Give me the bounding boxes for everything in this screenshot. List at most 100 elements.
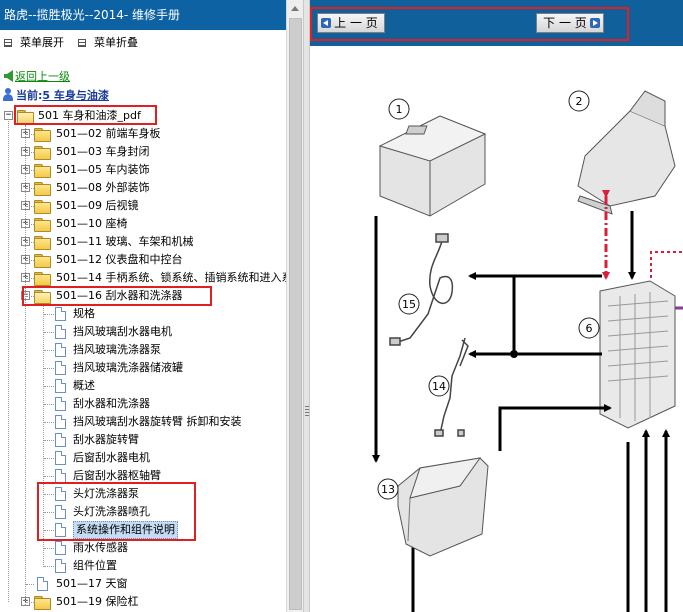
tree-item[interactable]: 雨水传感器 [0,539,286,557]
document-icon [55,469,66,483]
tree-connector [44,332,54,333]
tree-item-label: 挡风玻璃刮水器电机 [73,325,172,338]
document-icon [55,433,66,447]
callout-13-label: 13 [381,483,395,496]
tree-item[interactable]: 挡风玻璃洗涤器泵 [0,341,286,359]
tree-item-label: 501—02 前端车身板 [56,127,161,140]
tree-connector [44,440,54,441]
tree-item[interactable]: 头灯洗涤器喷孔 [0,503,286,521]
tree-item[interactable]: 挡风玻璃刮水器电机 [0,323,286,341]
back-link[interactable]: 返回上一级 [4,69,70,85]
tree-connector [25,125,26,605]
tree-item-label: 概述 [73,379,95,392]
callout-6 [578,317,600,339]
scroll-thumb[interactable] [289,18,302,610]
tree-connector [44,566,54,567]
document-icon [55,415,66,429]
tree-item[interactable]: −501—16 刮水器和洗涤器 [0,287,286,305]
tree-item[interactable]: 挡风玻璃洗涤器储液罐 [0,359,286,377]
arrow-left-icon [321,18,331,28]
tree-item-label: 501—12 仪表盘和中控台 [56,253,183,266]
tree-item-label: 组件位置 [73,559,117,572]
tree-item[interactable]: +501—14 手柄系统、锁系统、插销系统和进入系统 [0,269,286,287]
menu-collapse-button[interactable]: 菜单折叠 [78,36,138,50]
tree-connector [26,296,34,297]
tree-item-label: 雨水传感器 [73,541,128,554]
tree-connector [26,152,34,153]
callout-15 [398,293,420,315]
window-title: 路虎--揽胜极光--2014- 维修手册 [0,0,286,30]
tree-item[interactable]: 组件位置 [0,557,286,575]
tree-item[interactable]: 系统操作和组件说明 [0,521,286,539]
tree-item[interactable]: +501—12 仪表盘和中控台 [0,251,286,269]
tree-item[interactable]: +501—02 前端车身板 [0,125,286,143]
tree-item[interactable]: 刮水器旋转臂 [0,431,286,449]
pane-splitter[interactable] [303,0,310,612]
tree-connector [26,188,34,189]
tree-item-label: 501—10 座椅 [56,217,128,230]
tree-item[interactable]: +501—09 后视镜 [0,197,286,215]
tree-item-label: 501—03 车身封闭 [56,145,150,158]
tree-item[interactable]: +501—03 车身封闭 [0,143,286,161]
folder-open-icon [34,290,51,304]
document-icon [55,487,66,501]
menu-expand-button[interactable]: 菜单展开 [4,36,64,50]
wiper-arm-component [434,337,469,437]
washer-hose-component [389,233,454,346]
tree-root[interactable]: − 501 车身和油漆_pdf [4,109,141,124]
tree-item[interactable]: +501—10 座椅 [0,215,286,233]
washer-reservoir-component [397,457,489,557]
splitter-grip-icon[interactable] [305,404,309,416]
tree-item[interactable]: 挡风玻璃刮水器旋转臂 拆卸和安装 [0,413,286,431]
tree-item[interactable]: 头灯洗涤器泵 [0,485,286,503]
folder-icon [34,128,51,142]
tree-item[interactable]: +501—05 车内装饰 [0,161,286,179]
document-pane: 上 一 页 下 一 页 [310,0,683,612]
document-icon [55,559,66,573]
document-icon [55,379,66,393]
tree-item[interactable]: +501—08 外部装饰 [0,179,286,197]
document-icon [55,307,66,321]
callout-2-label: 2 [576,95,583,108]
tree-item[interactable]: +501—11 玻璃、车架和机械 [0,233,286,251]
tree-item[interactable]: 后窗刮水器电机 [0,449,286,467]
tree-connector [26,170,34,171]
tree-connector [26,206,34,207]
diagram-viewer[interactable]: 1 2 [310,46,683,612]
tree-item[interactable]: 501—17 天窗 [0,575,286,593]
tree-connector [44,422,54,423]
folder-open-icon [17,110,34,124]
current-location: 当前:5 车身与油漆 [2,88,109,104]
tree-connector [44,530,54,531]
tree-item-label: 501—11 玻璃、车架和机械 [56,235,194,248]
next-page-button[interactable]: 下 一 页 [536,13,604,33]
scroll-up-arrow-icon[interactable] [287,0,304,17]
document-icon [55,505,66,519]
tree-item[interactable]: 概述 [0,377,286,395]
tree-item[interactable]: +501—19 保险杠 [0,593,286,611]
tree-item-label: 挡风玻璃刮水器旋转臂 拆卸和安装 [73,415,242,428]
tree-item[interactable]: 规格 [0,305,286,323]
fuse-box-component [599,280,676,429]
tree-connector [44,314,54,315]
folder-icon [34,236,51,250]
tree-scrollbar[interactable] [286,0,304,612]
tree-connector [44,476,54,477]
tree-connector [44,494,54,495]
tree-item-label: 刮水器和洗涤器 [73,397,150,410]
tree-item[interactable]: 刮水器和洗涤器 [0,395,286,413]
folder-icon [34,200,51,214]
tree-connector [26,260,34,261]
prev-page-button[interactable]: 上 一 页 [317,13,385,33]
arrow-right-icon [590,18,600,28]
document-icon [55,361,66,375]
battery-component [378,115,487,217]
folder-icon [34,182,51,196]
callout-1-label: 1 [396,103,403,116]
module-component [577,90,676,215]
tree-connector [26,242,34,243]
tree-item-label: 后窗刮水器枢轴臂 [73,469,161,482]
tree-connector [26,584,34,585]
folder-icon [34,272,51,286]
junction-dot [510,350,518,358]
